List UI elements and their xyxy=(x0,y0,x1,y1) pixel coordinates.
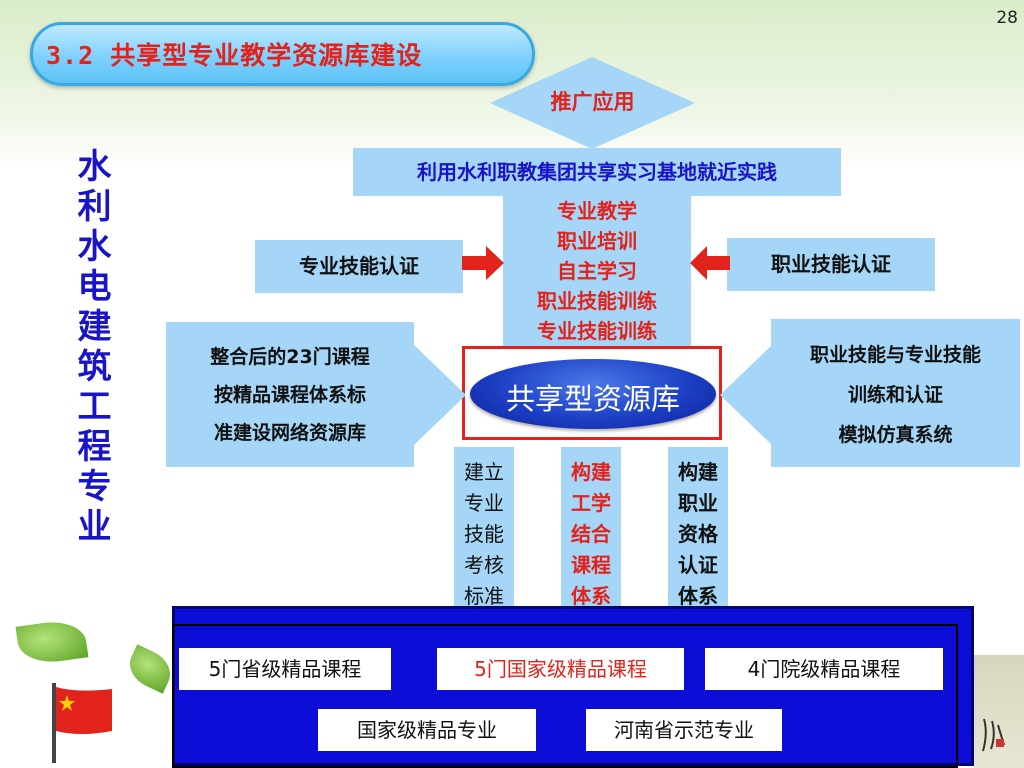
vocational-skill-cert-box: 职业技能认证 xyxy=(727,238,935,291)
provincial-course-box: 5门省级精品课程 xyxy=(179,648,391,690)
red-arrow-right-icon xyxy=(462,246,504,280)
professional-skill-cert-box: 专业技能认证 xyxy=(255,240,463,293)
simulation-line: 职业技能与专业技能 xyxy=(809,344,981,366)
china-flag-icon xyxy=(56,687,112,734)
arrow-tip-right xyxy=(414,345,466,445)
title-pill xyxy=(30,22,535,86)
usage-item: 专业技能训练 xyxy=(537,319,657,343)
standard-column-text: 建立专业技能考核标准 xyxy=(464,460,504,608)
courses-text: 整合后的23门课程 按精品课程体系标 准建设网络资源库 xyxy=(166,338,414,452)
resource-ellipse xyxy=(470,359,716,429)
usage-column: 专业教学 职业培训 自主学习 职业技能训练 专业技能训练 xyxy=(503,188,691,350)
red-arrow-left-icon xyxy=(690,246,730,280)
courses-line: 准建设网络资源库 xyxy=(213,422,366,444)
standard-column-box: 建立专业技能考核标准 xyxy=(454,447,514,615)
usage-item: 职业技能训练 xyxy=(537,289,657,313)
achievement-inner-frame xyxy=(172,624,958,768)
curriculum-column-text: 构建工学结合课程体系 xyxy=(571,460,611,608)
simulation-line: 模拟仿真系统 xyxy=(838,424,953,446)
usage-item: 自主学习 xyxy=(557,259,637,283)
simulation-text: 职业技能与专业技能 训练和认证 模拟仿真系统 xyxy=(771,335,1020,455)
courses-arrow-shape xyxy=(166,322,414,467)
national-course-box: 5门国家级精品课程 xyxy=(437,648,684,690)
usage-item: 职业培训 xyxy=(557,229,637,253)
courses-line: 按精品课程体系标 xyxy=(213,384,366,406)
vertical-title: 水利水电建筑工程专业 xyxy=(71,148,111,548)
qualification-column-box: 构建职业资格认证体系 xyxy=(668,447,728,615)
corner-panel xyxy=(974,655,1024,768)
courses-line: 整合后的23门课程 xyxy=(210,346,370,368)
diamond-shape xyxy=(490,57,695,149)
national-major-box: 国家级精品专业 xyxy=(318,709,536,751)
calligraphy-seal-icon xyxy=(982,718,1005,752)
slide-title: 3.2 共享型专业教学资源库建设 xyxy=(46,41,423,70)
simulation-arrow-shape xyxy=(771,319,1020,467)
shared-resource-label: 共享型资源库 xyxy=(505,382,680,416)
promote-apply-label: 推广应用 xyxy=(550,90,635,114)
provincial-major-box: 河南省示范专业 xyxy=(586,709,782,751)
curriculum-column-box: 构建工学结合课程体系 xyxy=(561,447,621,615)
flag-pole xyxy=(52,683,56,763)
college-course-box: 4门院级精品课程 xyxy=(705,648,943,690)
page-number: 28 xyxy=(996,8,1018,28)
arrow-tip-left xyxy=(720,345,772,445)
simulation-line: 训练和认证 xyxy=(847,384,943,406)
qualification-column-text: 构建职业资格认证体系 xyxy=(678,460,718,608)
usage-item: 专业教学 xyxy=(557,199,637,223)
